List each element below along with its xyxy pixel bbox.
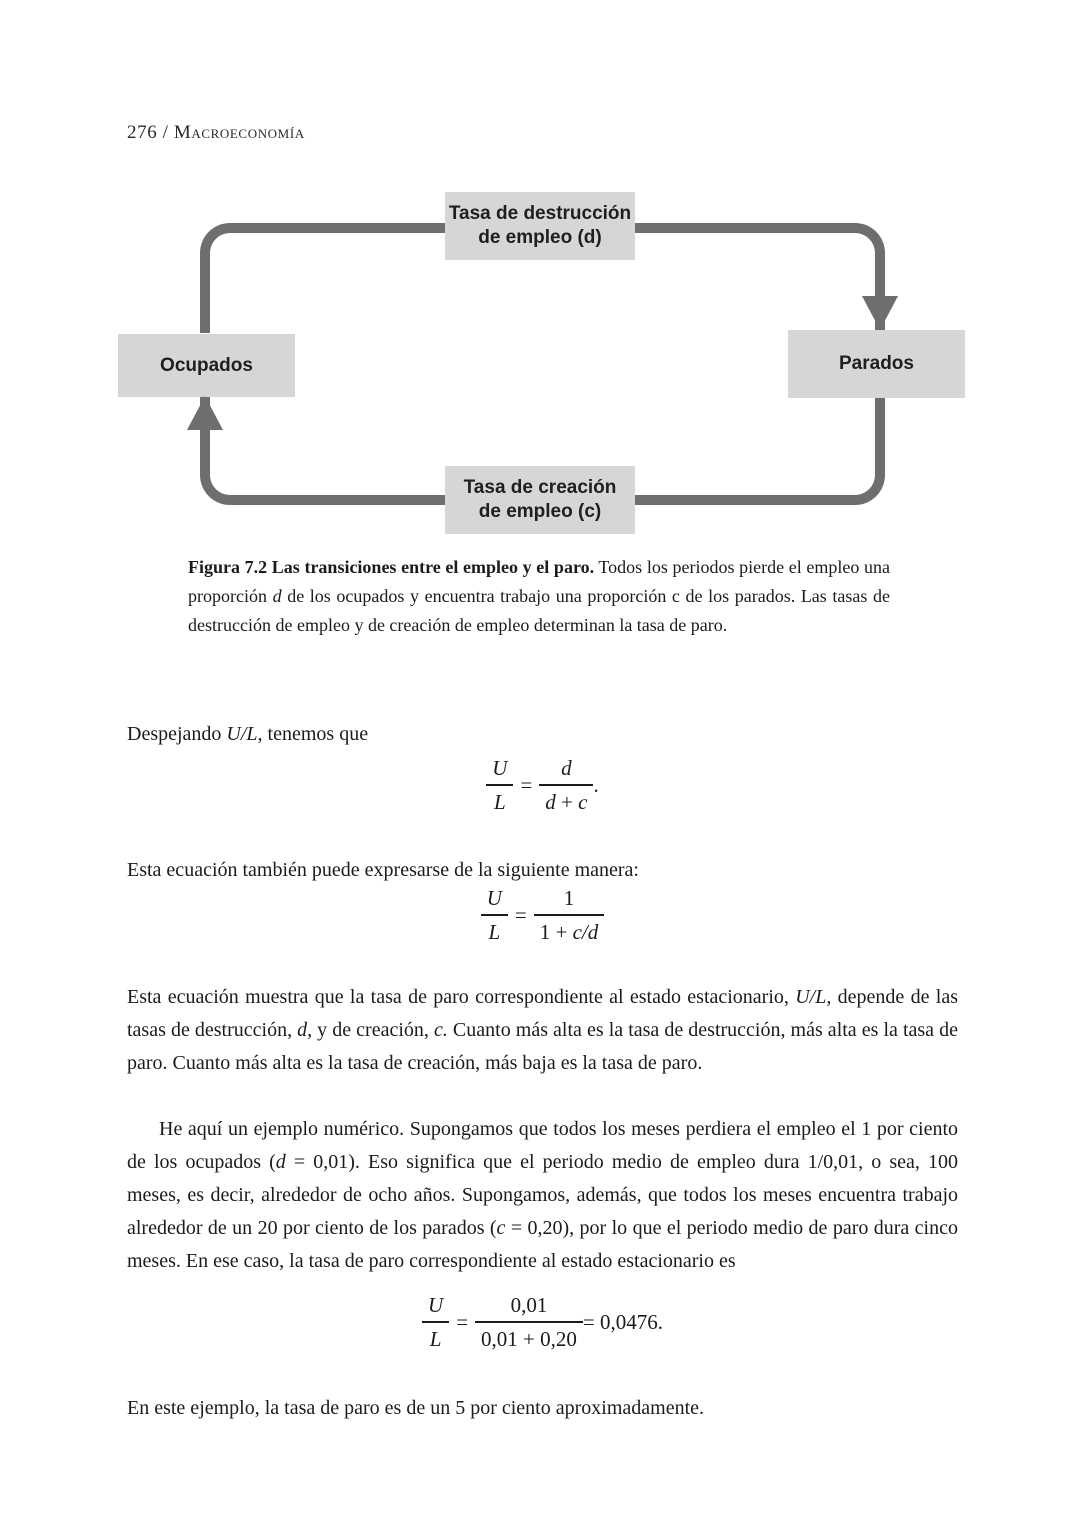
fraction-u-over-l: U L — [480, 885, 508, 945]
box-parados-label: Parados — [839, 353, 914, 374]
paragraph-ejemplo-numerico: He aquí un ejemplo numérico. Supongamos … — [127, 1118, 958, 1272]
formula-u-l-equals-1-over-1-plus-c-over-d: U L = 1 1 + c/d — [127, 885, 958, 945]
formula-tail: . — [593, 773, 599, 797]
arrowhead-down-into-parados-icon — [862, 296, 898, 330]
paragraph-despejando: Despejando U/L, tenemos que — [127, 723, 369, 745]
equals-sign: = — [520, 773, 533, 797]
box-tasa-destruccion-line1: Tasa de destrucción — [448, 203, 632, 224]
box-ocupados: Ocupados — [118, 334, 295, 397]
arrowhead-up-into-ocupados-icon — [187, 396, 223, 430]
fraction-denominator: 1 + c/d — [539, 920, 599, 944]
fraction-denominator: L — [494, 790, 506, 814]
equals-sign: = — [514, 903, 527, 927]
box-tasa-destruccion-line2: de empleo (d) — [478, 227, 602, 248]
equals-sign: = — [456, 1310, 469, 1334]
fraction-1-over-1-plus-c-d: 1 1 + c/d — [533, 885, 605, 945]
fraction-u-over-l: U L — [422, 1292, 450, 1352]
fraction-d-over-d-plus-c: d d + c — [539, 755, 594, 815]
fraction-001-over-001-plus-020: 0,01 0,01 + 0,20 — [475, 1292, 583, 1352]
paragraph-esta-ecuacion-tambien: Esta ecuación también puede expresarse d… — [127, 859, 639, 881]
fraction-denominator: L — [488, 920, 501, 944]
box-tasa-creacion: Tasa de creación de empleo (c) — [445, 466, 635, 534]
fraction-denominator: L — [429, 1327, 442, 1351]
formula-numeric-example: U L = 0,01 0,01 + 0,20 = 0,0476. — [127, 1292, 958, 1352]
fraction-numerator: U — [480, 885, 508, 916]
fraction-u-over-l: U L — [486, 755, 514, 815]
fraction-denominator: 0,01 + 0,20 — [481, 1327, 577, 1351]
box-parados: Parados — [788, 330, 965, 398]
page-number-and-book-title: 276 / Macroeconomía — [127, 122, 305, 143]
fraction-numerator: 0,01 — [475, 1292, 583, 1323]
box-tasa-creacion-line2: de empleo (c) — [478, 501, 602, 522]
running-head: 276 / Macroeconomía — [127, 122, 305, 144]
fraction-numerator: U — [422, 1292, 450, 1323]
paragraph-esta-ecuacion-muestra: Esta ecuación muestra que la tasa de par… — [127, 986, 958, 1074]
box-ocupados-label: Ocupados — [160, 354, 253, 376]
formula-result: = 0,0476. — [582, 1310, 663, 1334]
box-tasa-destruccion: Tasa de destrucción de empleo (d) — [445, 192, 635, 260]
formula-u-l-equals-d-over-d-plus-c: U L = d d + c . — [127, 755, 958, 815]
figure-caption: Figura 7.2 Las transiciones entre el emp… — [188, 557, 890, 635]
fraction-numerator: U — [486, 755, 514, 786]
fraction-numerator: 1 — [533, 885, 605, 916]
paragraph-conclusion: En este ejemplo, la tasa de paro es de u… — [127, 1397, 705, 1419]
fraction-numerator: d — [539, 755, 594, 786]
fraction-denominator: d + c — [545, 790, 588, 814]
box-tasa-creacion-line1: Tasa de creación — [463, 477, 617, 498]
